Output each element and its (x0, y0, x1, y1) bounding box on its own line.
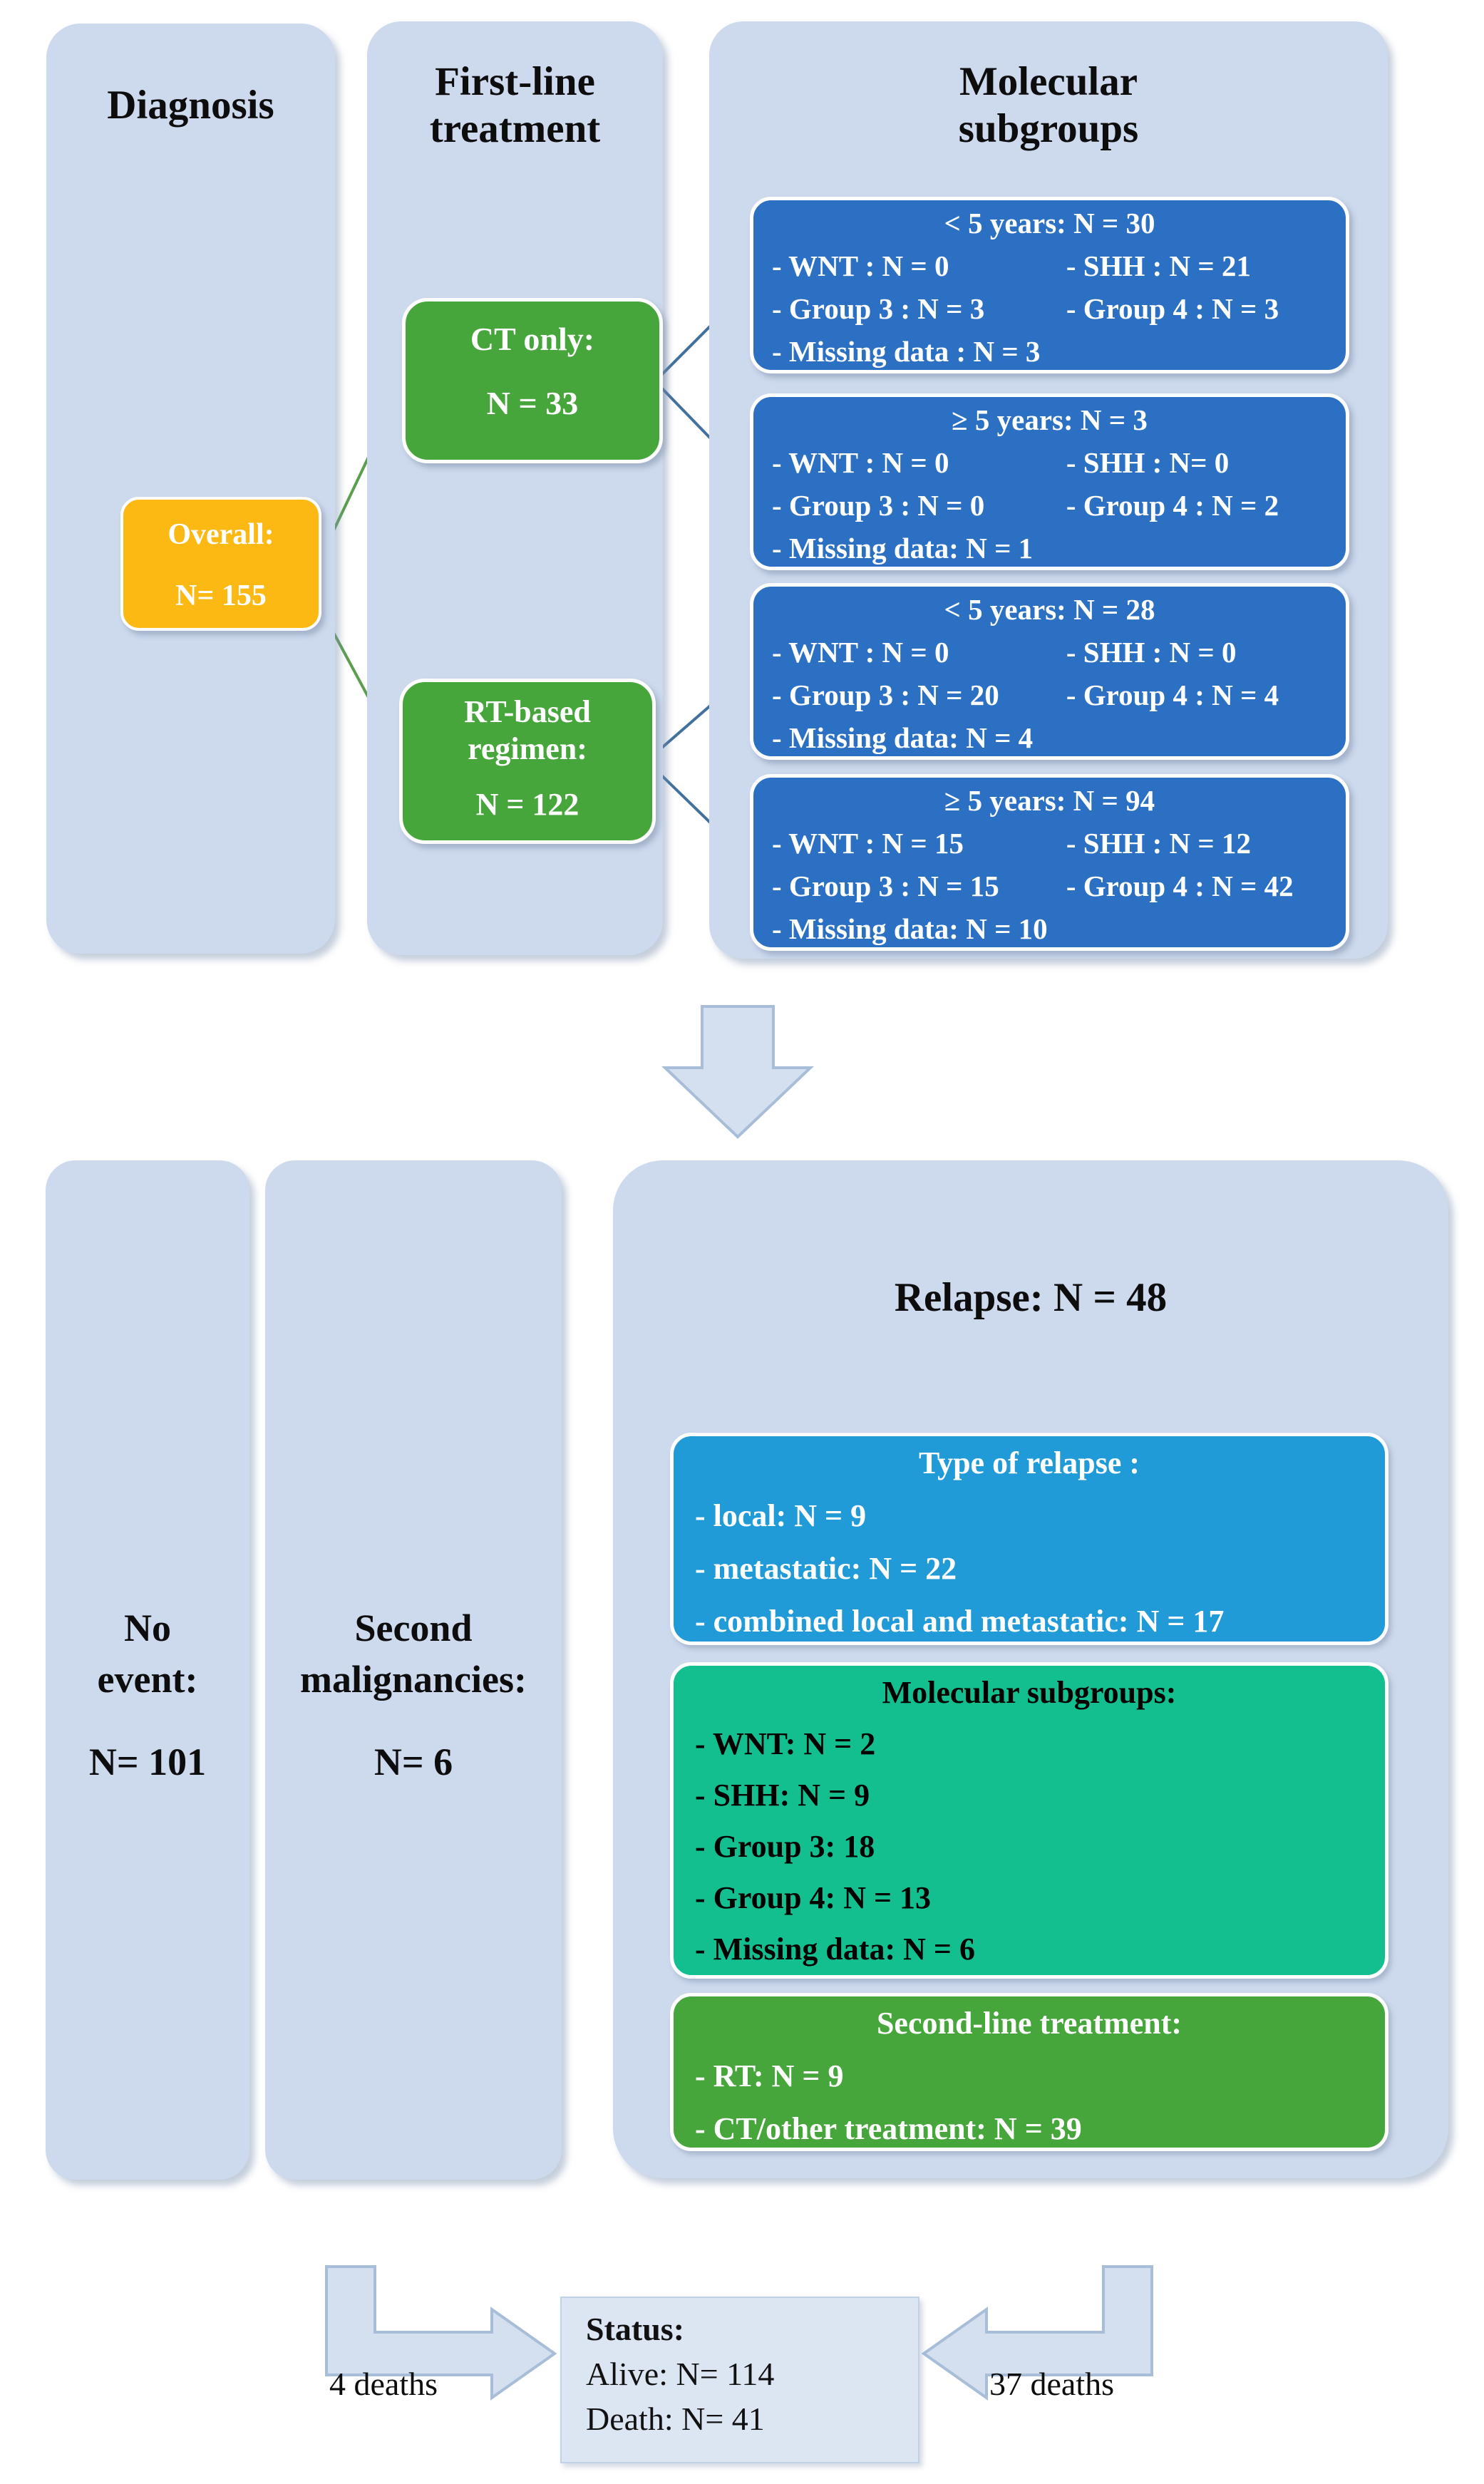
molecular-subgroups-column-title: Molecular subgroups (709, 21, 1388, 153)
subgroup-group4: - Group 4 : N = 4 (1066, 679, 1279, 711)
ct-only-node: CT only: N = 33 (402, 298, 663, 463)
subgroup-box-header: ≥ 5 years: N = 3 (952, 403, 1148, 436)
rt-based-label-line2: regimen: (468, 731, 587, 766)
type-of-relapse-title: Type of relapse : (919, 1445, 1140, 1480)
relapse-metastatic: - metastatic: N = 22 (695, 1551, 957, 1586)
subgroup-shh: - SHH : N = 12 (1066, 827, 1251, 860)
status-death: Death: N= 41 (586, 2401, 765, 2437)
subgroup-box-rt-over5: ≥ 5 years: N = 94 - WNT : N = 15 - SHH : … (750, 774, 1349, 951)
subgroup-shh: - SHH : N = 0 (1066, 636, 1237, 669)
second-malignancies-label: Second malignancies: N= 6 (265, 1602, 562, 1788)
relapse-wnt: - WNT: N = 2 (695, 1726, 876, 1761)
deaths-left-label: 4 deaths (329, 2366, 438, 2402)
no-event-line2: event: (97, 1658, 198, 1701)
relapse-shh: - SHH: N = 9 (695, 1778, 870, 1813)
second-malignancies-line1: Second (354, 1607, 473, 1649)
type-of-relapse-box: Type of relapse : - local: N = 9 - metas… (670, 1433, 1388, 1645)
relapse-missing-data: - Missing data: N = 6 (695, 1932, 975, 1967)
second-malignancies-line2: malignancies: (300, 1658, 527, 1701)
diagnosis-column-title: Diagnosis (107, 83, 274, 128)
second-line-ct-other: - CT/other treatment: N = 39 (695, 2111, 1082, 2146)
relapse-molecular-title: Molecular subgroups: (882, 1675, 1177, 1710)
subgroup-group3: - Group 3 : N = 20 (772, 679, 999, 711)
no-event-label: No event: N= 101 (46, 1602, 249, 1788)
subgroup-missing: - Missing data: N = 10 (772, 912, 1048, 945)
status-alive: Alive: N= 114 (586, 2356, 775, 2392)
molecular-title-line2: subgroups (958, 106, 1139, 151)
second-malignancies-column (265, 1160, 562, 2180)
subgroup-box-ct-under5: < 5 years: N = 30 - WNT : N = 0 - SHH : N… (750, 197, 1349, 373)
relapse-combined: - combined local and metastatic: N = 17 (695, 1604, 1225, 1639)
subgroup-group4: - Group 4 : N = 42 (1066, 870, 1294, 902)
first-line-title-line1: First-line (435, 59, 595, 104)
right-elbow-arrow (921, 2265, 1153, 2401)
subgroup-box-ct-over5: ≥ 5 years: N = 3 - WNT : N = 0 - SHH : N=… (750, 393, 1349, 570)
overall-label: Overall: (168, 518, 274, 551)
subgroup-box-header: < 5 years: N = 28 (944, 593, 1155, 626)
subgroup-wnt: - WNT : N = 15 (772, 827, 964, 860)
rt-based-label-line1: RT-based (464, 694, 591, 729)
no-event-column (46, 1160, 249, 2180)
no-event-count: N= 101 (88, 1741, 207, 1783)
second-line-treatment-title: Second-line treatment: (876, 2006, 1182, 2041)
subgroup-box-rt-under5: < 5 years: N = 28 - WNT : N = 0 - SHH : N… (750, 583, 1349, 760)
second-line-treatment-box: Second-line treatment: - RT: N = 9 - CT/… (670, 1993, 1388, 2151)
subgroup-wnt: - WNT : N = 0 (772, 446, 949, 479)
subgroup-missing: - Missing data: N = 1 (772, 532, 1034, 565)
first-line-title-line2: treatment (429, 106, 601, 151)
relapse-title: Relapse: N = 48 (894, 1275, 1168, 1320)
overall-node: Overall: N= 155 (120, 497, 321, 631)
relapse-group3: - Group 3: 18 (695, 1829, 875, 1864)
subgroup-box-header: < 5 years: N = 30 (944, 207, 1155, 239)
subgroup-wnt: - WNT : N = 0 (772, 636, 949, 669)
left-elbow-arrow (325, 2265, 557, 2401)
subgroup-group3: - Group 3 : N = 15 (772, 870, 999, 902)
second-malignancies-count: N= 6 (373, 1741, 453, 1783)
status-box: Status: Alive: N= 114 Death: N= 41 (560, 2297, 919, 2463)
second-line-rt: - RT: N = 9 (695, 2058, 844, 2093)
deaths-right-label: 37 deaths (989, 2366, 1115, 2402)
relapse-local: - local: N = 9 (695, 1498, 867, 1533)
rt-based-node: RT-based regimen: N = 122 (399, 679, 656, 844)
relapse-molecular-subgroups-box: Molecular subgroups: - WNT: N = 2 - SHH:… (670, 1662, 1388, 1979)
ct-only-count: N = 33 (486, 385, 579, 421)
subgroup-missing: - Missing data : N = 3 (772, 335, 1041, 368)
subgroup-group4: - Group 4 : N = 3 (1066, 292, 1279, 325)
subgroup-wnt: - WNT : N = 0 (772, 249, 949, 282)
subgroup-missing: - Missing data: N = 4 (772, 721, 1034, 754)
overall-count: N= 155 (175, 579, 267, 612)
status-title: Status: (586, 2311, 685, 2347)
molecular-title-line1: Molecular (959, 59, 1138, 104)
first-line-treatment-column-title: First-line treatment (367, 21, 663, 153)
rt-based-count: N = 122 (475, 787, 579, 822)
subgroup-box-header: ≥ 5 years: N = 94 (944, 784, 1155, 817)
diagnosis-column: Diagnosis (46, 24, 335, 954)
relapse-group4: - Group 4: N = 13 (695, 1880, 932, 1915)
subgroup-group3: - Group 3 : N = 3 (772, 292, 985, 325)
subgroup-group3: - Group 3 : N = 0 (772, 489, 985, 522)
ct-only-label: CT only: (470, 321, 595, 357)
no-event-line1: No (124, 1607, 171, 1649)
subgroup-group4: - Group 4 : N = 2 (1066, 489, 1279, 522)
subgroup-shh: - SHH : N= 0 (1066, 446, 1230, 479)
down-arrow (661, 1005, 815, 1139)
subgroup-shh: - SHH : N = 21 (1066, 249, 1251, 282)
